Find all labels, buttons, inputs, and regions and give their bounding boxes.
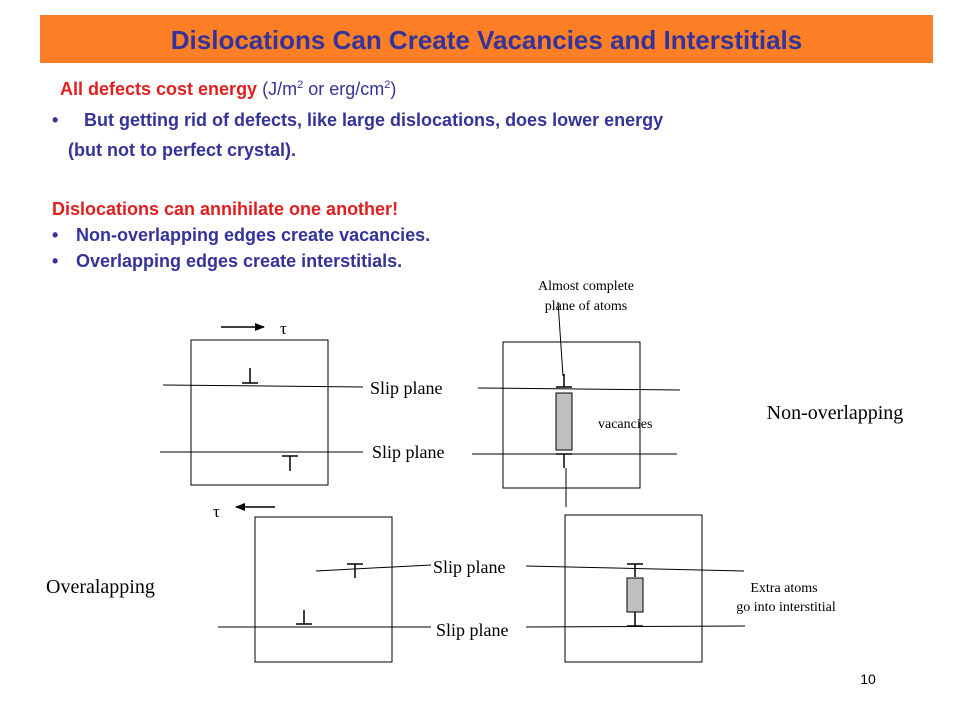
non-overlapping-label: Non-overlapping	[767, 402, 904, 424]
callout-line	[557, 301, 564, 377]
bullet-interstitials: Overlapping edges create interstitials.	[76, 251, 403, 271]
bullet-defects: But getting rid of defects, like large d…	[84, 110, 664, 130]
extra-atoms-label: Extra atoms	[750, 581, 817, 596]
slip-plane-line	[162, 384, 364, 388]
crystal-box	[502, 341, 641, 489]
tau-label: τ	[280, 319, 287, 338]
edge-dislocation-down	[627, 612, 643, 627]
slip-plane-label: Slip plane	[370, 378, 443, 398]
slip-plane-line	[315, 564, 432, 572]
energy-line: All defects cost energy (J/m2 or erg/cm2…	[60, 79, 396, 100]
almost-complete-label: Almost complete	[538, 279, 634, 294]
title-bar: Dislocations Can Create Vacancies and In…	[40, 15, 933, 63]
edge-dislocation-down	[556, 374, 572, 388]
slip-plane-label: Slip plane	[372, 442, 445, 462]
vacancy-region	[555, 392, 573, 451]
interstitial-region	[626, 577, 644, 613]
edge-dislocation-down	[296, 610, 312, 625]
annihilate-heading: Dislocations can annihilate one another!	[52, 199, 399, 219]
edge-dislocation-up	[282, 455, 298, 471]
edge-dislocation-up	[556, 453, 572, 468]
bullet-marker: •	[52, 251, 59, 271]
slip-plane-line	[477, 387, 681, 391]
page-number: 10	[860, 671, 876, 687]
plane-of-atoms-label: plane of atoms	[545, 299, 627, 314]
edge-dislocation-up	[347, 563, 363, 578]
vacancies-label: vacancies	[598, 417, 652, 432]
slip-plane-label: Slip plane	[433, 557, 506, 577]
energy-unit: (J/m2 or erg/cm2)	[262, 79, 397, 99]
crystal-box	[564, 514, 703, 663]
interstitial-label: go into interstitial	[736, 600, 836, 615]
crystal-box	[190, 339, 329, 486]
tau-label: τ	[213, 502, 220, 521]
edge-dislocation-up	[627, 563, 643, 577]
overlapping-label: Overalapping	[46, 576, 155, 598]
slide-title: Dislocations Can Create Vacancies and In…	[170, 25, 803, 55]
bullet-marker: •	[52, 110, 59, 130]
bullet-marker: •	[52, 225, 59, 245]
bullet-defects-cont: (but not to perfect crystal).	[68, 140, 297, 160]
energy-text: All defects cost energy	[60, 79, 263, 99]
edge-dislocation-down	[242, 368, 258, 384]
bullet-vacancies: Non-overlapping edges create vacancies.	[76, 225, 431, 245]
slip-plane-label: Slip plane	[436, 620, 509, 640]
crystal-box	[254, 516, 393, 663]
